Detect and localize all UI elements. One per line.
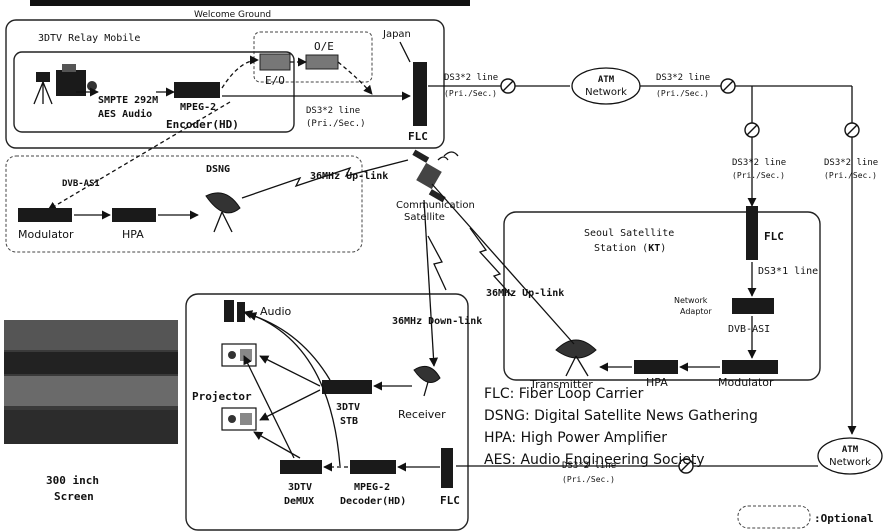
stb-label-2: STB — [340, 416, 358, 427]
seoul-flc-device — [746, 206, 758, 260]
projector-top-icon — [222, 344, 256, 366]
screen-label-2: Screen — [54, 490, 94, 503]
link-bottom-sub: (Pri./Sec.) — [562, 475, 615, 484]
mpeg2-encoder-label: MPEG-2 — [180, 102, 216, 113]
network-adaptor-label-1: Network — [674, 296, 708, 305]
dsng-modulator-label: Modulator — [18, 228, 74, 241]
seoul-flc-label: FLC — [764, 230, 784, 243]
legend-hpa: HPA: High Power Amplifier — [484, 430, 667, 446]
link-down-2-sub: (Pri./Sec.) — [824, 171, 877, 180]
link-top-1-sub: (Pri./Sec.) — [444, 89, 497, 98]
seoul-hpa-device — [634, 360, 678, 374]
stb-label-1: 3DTV — [336, 402, 360, 413]
camera-icon — [34, 72, 52, 104]
smpte-label: SMPTE 292M — [98, 95, 158, 106]
network-adaptor-device — [732, 298, 774, 314]
svg-text:Network: Network — [829, 457, 871, 468]
seoul-modulator-label: Modulator — [718, 376, 774, 389]
link-top-1-line: DS3*2 line — [444, 73, 498, 83]
projector-bottom-icon — [222, 408, 256, 430]
japan-label: Japan — [382, 29, 411, 40]
relay-ds3-label: DS3*2 line — [306, 106, 360, 116]
dsng-modulator-device — [18, 208, 72, 222]
link-top-2-line: DS3*2 line — [656, 73, 710, 83]
legend-aes: AES: Audio Engineering Society — [484, 452, 705, 468]
receive-flc-device — [441, 448, 453, 488]
camera-rig-icon — [56, 64, 97, 96]
projector-label: Projector — [192, 390, 252, 403]
dsng-hpa-device — [112, 208, 156, 222]
uplink-label-1: 36MHz Up-link — [310, 170, 388, 182]
seoul-ds31-label: DS3*1 line — [758, 266, 818, 277]
header-bar — [30, 0, 470, 6]
demux-device — [280, 460, 322, 474]
relay-flc-device — [413, 62, 427, 126]
svg-text:ATM: ATM — [598, 75, 615, 85]
receiver-label: Receiver — [398, 408, 446, 421]
decoder-label-2: Decoder(HD) — [340, 496, 406, 507]
link-top-1-optional-icon — [501, 79, 515, 93]
atm-top-cloud: ATM Network — [572, 68, 640, 104]
encoder-device — [174, 82, 220, 98]
speaker-icon — [224, 300, 245, 322]
dsng-dvb-asi-label: DVB-ASI — [62, 179, 100, 189]
oe-label: O/E — [314, 40, 334, 53]
decoder-label-1: MPEG-2 — [354, 482, 390, 493]
seoul-modulator-device — [722, 360, 778, 374]
legend-flc: FLC: Fiber Loop Carrier — [484, 386, 644, 402]
link-down-1-optional-icon — [745, 123, 759, 137]
network-adaptor-label-2: Adaptor — [680, 307, 712, 316]
relay-mobile-title: 3DTV Relay Mobile — [38, 33, 140, 44]
link-down-2-optional-icon — [845, 123, 859, 137]
encoder-label: Encoder(HD) — [166, 118, 239, 131]
optional-legend-label: :Optional — [814, 512, 874, 525]
relay-flc-label: FLC — [408, 130, 428, 143]
eo-device — [260, 54, 290, 70]
header-text: Welcome Ground — [194, 10, 271, 20]
oe-device — [306, 55, 338, 69]
screen-photo — [4, 320, 178, 444]
link-down-2-line: DS3*2 line — [824, 158, 878, 168]
demux-label-2: DeMUX — [284, 496, 314, 507]
satellite-label-1: Communication — [396, 200, 475, 211]
receive-flc-label: FLC — [440, 494, 460, 507]
seoul-title-2: Station (KT) — [594, 243, 666, 254]
uplink-label-2: 36MHz Up-link — [486, 287, 564, 299]
eo-label: E/O — [265, 74, 285, 87]
demux-label-1: 3DTV — [288, 482, 312, 493]
aes-label: AES Audio — [98, 108, 152, 120]
legend-dsng: DSNG: Digital Satellite News Gathering — [484, 408, 758, 424]
satellite-icon — [412, 150, 458, 203]
dsng-dish-icon — [206, 193, 240, 232]
link-down-1-sub: (Pri./Sec.) — [732, 171, 785, 180]
decoder-device — [350, 460, 396, 474]
atm-bottom-cloud: ATM Network — [818, 438, 882, 474]
transmitter-icon — [556, 340, 596, 376]
relay-prisec-label: (Pri./Sec.) — [306, 119, 366, 129]
svg-text:ATM: ATM — [842, 445, 859, 455]
dsng-title: DSNG — [206, 164, 230, 175]
downlink-label: 36MHz Down-link — [392, 315, 482, 327]
optional-legend-box — [738, 506, 810, 528]
stb-device — [322, 380, 372, 394]
link-down-1-line: DS3*2 line — [732, 158, 786, 168]
link-top-2-optional-icon — [721, 79, 735, 93]
audio-label: Audio — [260, 305, 292, 318]
seoul-title-1: Seoul Satellite — [584, 228, 674, 239]
receiver-dish-icon — [414, 366, 440, 396]
screen-label-1: 300 inch — [46, 474, 99, 487]
seoul-hpa-label: HPA — [646, 376, 668, 389]
seoul-dvb-asi-label: DVB-ASI — [728, 324, 770, 335]
link-top-2-sub: (Pri./Sec.) — [656, 89, 709, 98]
svg-text:Network: Network — [585, 87, 627, 98]
dsng-hpa-label: HPA — [122, 228, 144, 241]
